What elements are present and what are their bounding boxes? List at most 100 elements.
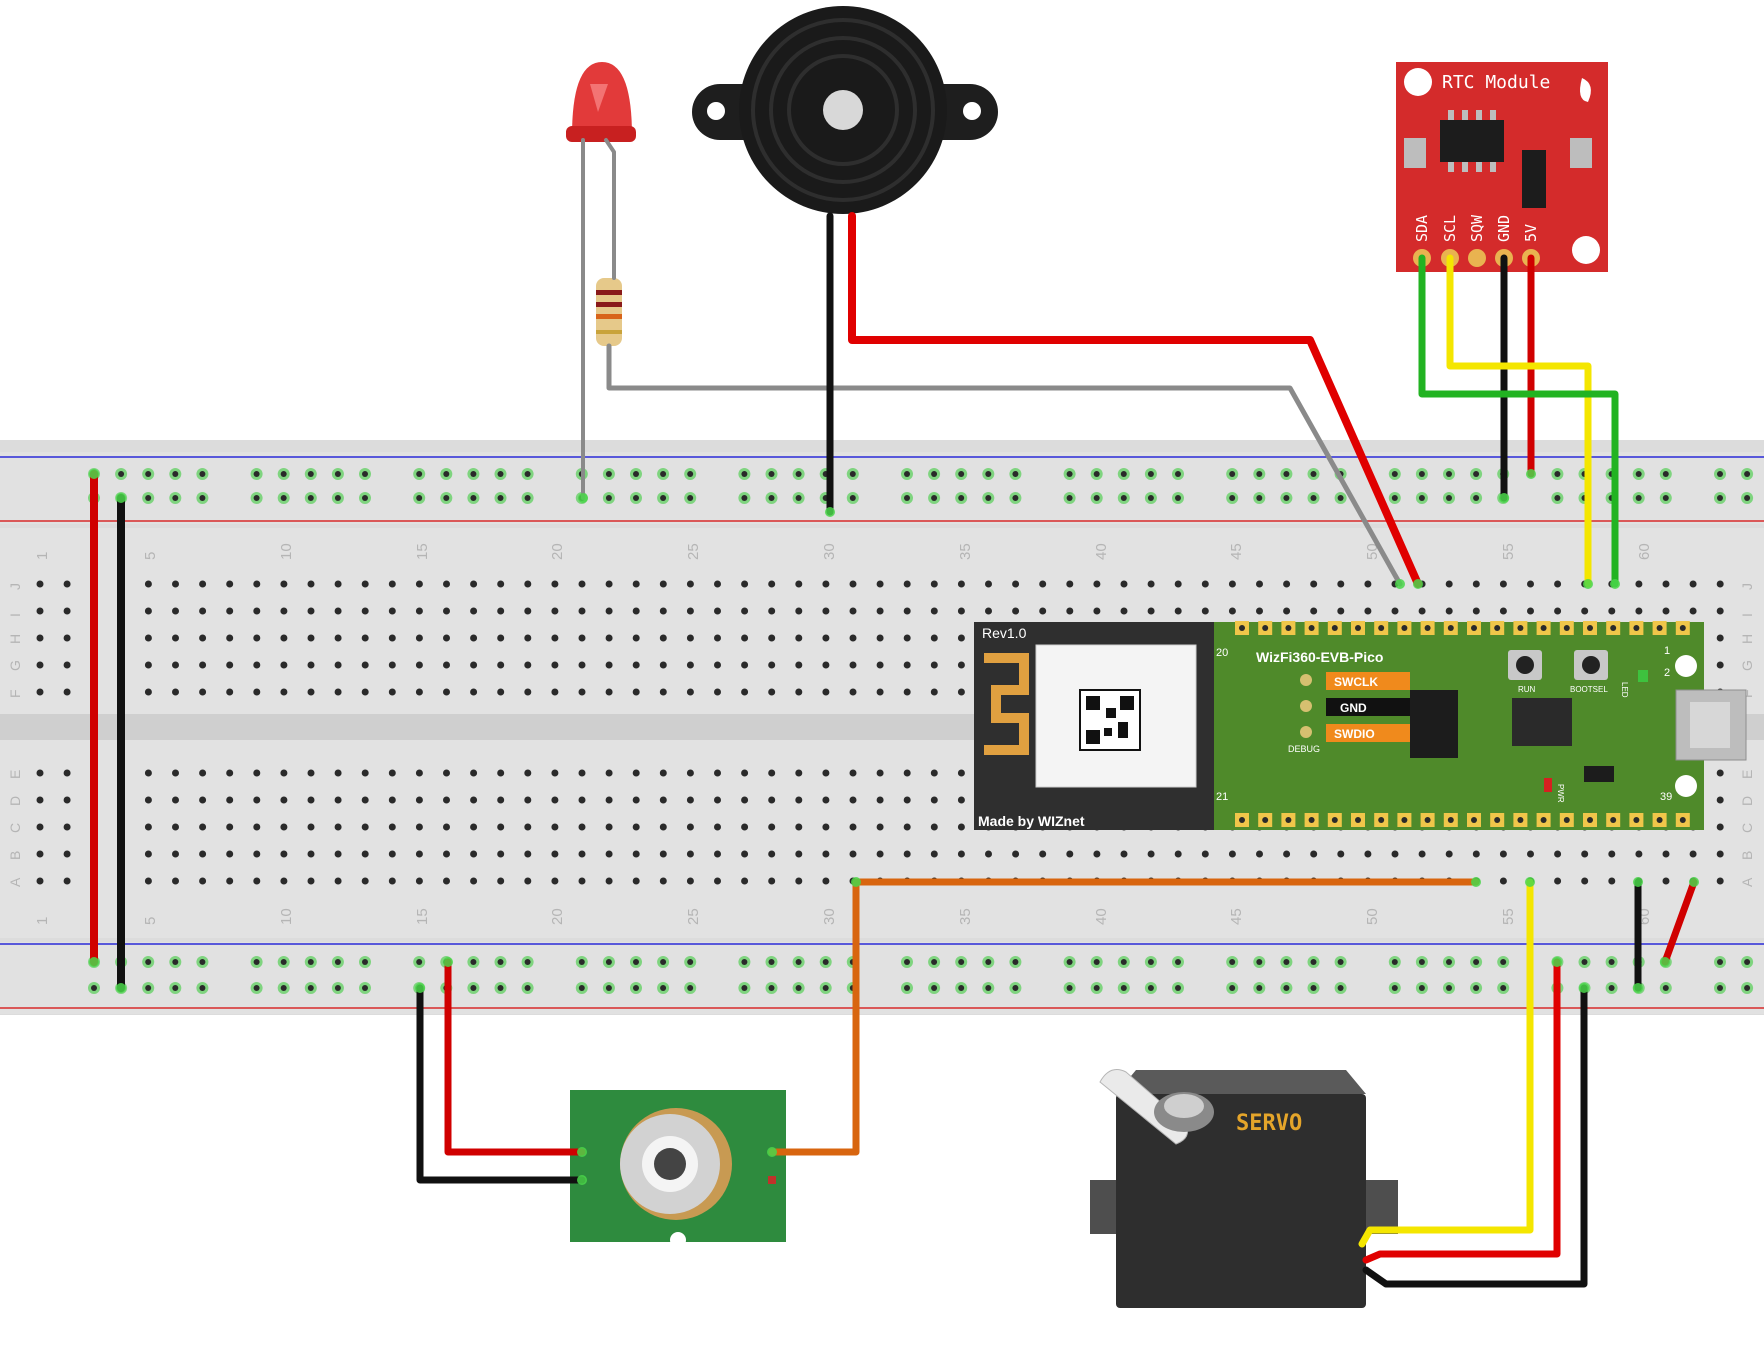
breadboard-hole xyxy=(1120,959,1127,965)
breadboard-hole xyxy=(578,661,586,669)
breadboard-hole xyxy=(253,959,260,965)
breadboard-hole xyxy=(1581,850,1589,858)
breadboard-hole xyxy=(199,959,206,965)
breadboard-hole xyxy=(1662,495,1669,501)
breadboard-hole xyxy=(578,688,586,696)
breadboard-hole xyxy=(1310,985,1317,991)
breadboard-hole xyxy=(280,634,288,642)
breadboard-hole xyxy=(497,877,505,885)
column-number: 45 xyxy=(1228,543,1245,560)
breadboard-hole xyxy=(985,471,992,477)
breadboard-hole xyxy=(307,877,315,885)
breadboard-hole xyxy=(904,959,910,965)
bootsel-button-label: BOOTSEL xyxy=(1570,685,1608,694)
breadboard-hole xyxy=(280,985,287,991)
breadboard-hole xyxy=(524,688,532,696)
breadboard-hole xyxy=(1283,607,1291,615)
breadboard-hole xyxy=(334,607,342,615)
breadboard-hole xyxy=(334,495,341,501)
breadboard-hole xyxy=(686,580,694,588)
breadboard-hole xyxy=(903,796,911,804)
wire-end xyxy=(443,957,453,967)
breadboard-hole xyxy=(63,688,71,696)
pico-header-pin-hole xyxy=(1285,817,1292,823)
column-number: 1 xyxy=(34,552,51,560)
breadboard-hole xyxy=(1717,495,1723,501)
breadboard-hole xyxy=(795,796,803,804)
breadboard-hole xyxy=(903,580,911,588)
breadboard-hole xyxy=(36,661,44,669)
breadboard-hole xyxy=(1228,850,1236,858)
breadboard-hole xyxy=(63,607,71,615)
breadboard-hole xyxy=(741,688,749,696)
breadboard-hole xyxy=(416,959,423,965)
breadboard-hole xyxy=(741,823,749,831)
breadboard-hole xyxy=(633,959,639,965)
breadboard-hole xyxy=(1500,985,1507,991)
breadboard-hole xyxy=(253,823,261,831)
breadboard-hole xyxy=(497,959,504,965)
breadboard-hole xyxy=(849,823,857,831)
breadboard-hole xyxy=(1716,580,1724,588)
breadboard-hole xyxy=(524,796,532,804)
breadboard-hole xyxy=(1039,850,1047,858)
breadboard-hole xyxy=(63,661,71,669)
breadboard-hole xyxy=(659,688,667,696)
pwr-label: PWR xyxy=(1556,784,1565,803)
wire-end xyxy=(116,493,126,503)
wire-end xyxy=(1526,469,1536,479)
debug-label: DEBUG xyxy=(1288,744,1320,754)
breadboard-hole xyxy=(741,661,749,669)
breadboard-hole xyxy=(361,823,369,831)
breadboard-hole xyxy=(1744,471,1751,477)
wire-sensor-orange xyxy=(768,878,1480,1156)
breadboard-hole xyxy=(660,985,667,991)
breadboard-hole xyxy=(63,796,71,804)
breadboard-hole xyxy=(849,796,857,804)
breadboard-hole xyxy=(388,634,396,642)
breadboard-hole xyxy=(144,769,152,777)
breadboard-hole xyxy=(524,495,531,501)
column-number: 1 xyxy=(34,917,51,925)
breadboard-hole xyxy=(741,959,748,965)
breadboard-hole xyxy=(903,769,911,777)
breadboard-hole xyxy=(1635,607,1643,615)
column-number: 35 xyxy=(957,908,974,925)
breadboard-hole xyxy=(985,959,992,965)
breadboard-hole xyxy=(985,607,992,615)
breadboard-hole xyxy=(551,877,559,885)
breadboard-hole xyxy=(714,769,721,777)
breadboard-hole xyxy=(199,495,206,501)
breadboard-hole xyxy=(1310,580,1318,588)
breadboard-hole xyxy=(1473,985,1480,991)
breadboard-hole xyxy=(686,769,694,777)
breadboard-hole xyxy=(795,580,803,588)
breadboard-hole xyxy=(930,796,938,804)
breadboard-hole xyxy=(930,850,938,858)
breadboard-hole xyxy=(470,580,478,588)
breadboard-hole xyxy=(741,769,749,777)
breadboard-hole xyxy=(551,823,559,831)
breadboard-hole xyxy=(1120,471,1127,477)
breadboard-hole xyxy=(1310,959,1317,965)
breadboard-hole xyxy=(1418,495,1425,501)
pico-header-pin-hole xyxy=(1447,625,1454,631)
row-letter: B xyxy=(1739,851,1755,860)
breadboard-hole xyxy=(957,688,965,696)
breadboard-hole xyxy=(605,607,613,615)
breadboard-hole xyxy=(470,607,478,615)
breadboard-hole xyxy=(524,985,531,991)
breadboard-hole xyxy=(795,495,802,501)
breadboard-hole xyxy=(307,580,315,588)
pico-pin39-label: 39 xyxy=(1660,791,1672,803)
breadboard-hole xyxy=(551,634,559,642)
wire-servo-yellow xyxy=(1358,878,1534,1248)
breadboard-hole xyxy=(1093,959,1100,965)
breadboard-hole xyxy=(904,985,910,991)
breadboard-hole xyxy=(632,661,640,669)
breadboard-hole xyxy=(172,985,179,991)
breadboard-hole xyxy=(1147,580,1155,588)
wire-servo-black xyxy=(1362,984,1588,1288)
breadboard-hole xyxy=(334,877,342,885)
wire-end xyxy=(1552,957,1562,967)
